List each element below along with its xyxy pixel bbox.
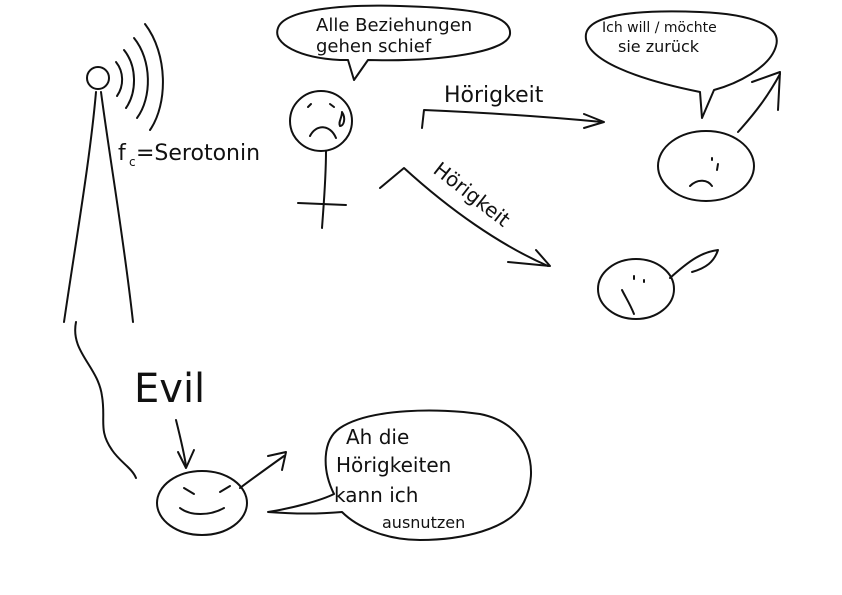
speech-top-line-1: Alle Beziehungen <box>316 15 472 36</box>
speech-bubble-bottom: Ah die Hörigkeiten kann ich ausnutzen <box>267 409 532 541</box>
evil-label-group: Evil <box>134 366 205 469</box>
signal-label-value: =Serotonin <box>136 141 260 166</box>
speech-right-line-1: Ich will / möchte <box>602 20 717 36</box>
speech-bottom-line-2: Hörigkeiten <box>336 453 451 477</box>
speech-bottom-line-4: ausnutzen <box>382 513 465 532</box>
speech-right-line-2: sie zurück <box>618 37 700 56</box>
signal-label-sub: c <box>129 155 136 169</box>
radio-tower <box>63 23 164 323</box>
evil-label: Evil <box>134 366 205 412</box>
speech-top-line-2: gehen schief <box>316 36 432 57</box>
signal-label: f c =Serotonin <box>118 141 260 169</box>
arrow-hoerigkeit-upper: Hörigkeit <box>421 83 605 129</box>
evil-face <box>156 451 287 536</box>
arrow-upper-label: Hörigkeit <box>444 83 544 108</box>
arrow-hoerigkeit-lower: Hörigkeit <box>379 157 551 267</box>
speech-bottom-line-1: Ah die <box>346 425 409 449</box>
wave-line <box>74 321 137 479</box>
sad-female-figure <box>289 90 353 229</box>
arrow-lower-label: Hörigkeit <box>429 157 515 232</box>
sad-male-face <box>657 71 781 202</box>
speech-bubble-top: Alle Beziehungen gehen schief <box>276 4 512 81</box>
sad-small-face <box>597 249 719 320</box>
signal-label-f: f <box>118 141 127 166</box>
speech-bottom-line-3: kann ich <box>334 483 418 507</box>
speech-bubble-right: Ich will / möchte sie zurück <box>584 10 778 119</box>
